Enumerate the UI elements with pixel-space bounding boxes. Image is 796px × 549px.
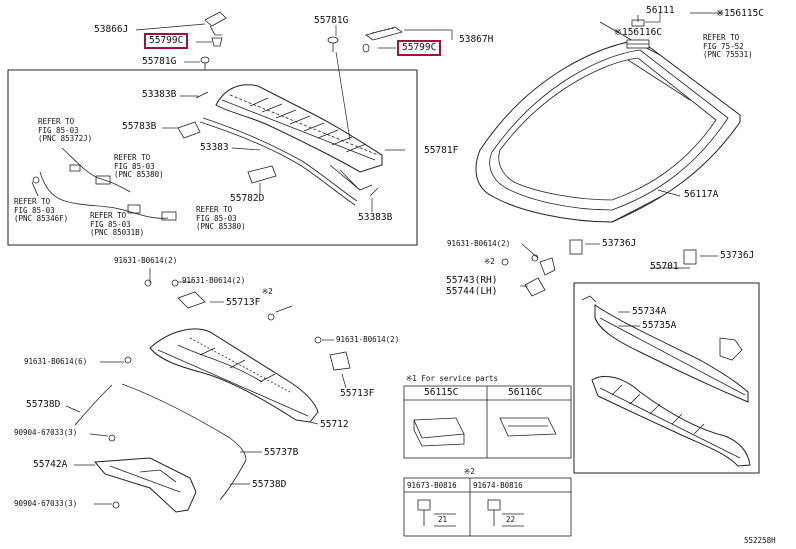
seal-55738d-left (74, 384, 113, 426)
cowl-louver-55781f (215, 84, 383, 191)
label-91631-b: 91631-B0614(2) (182, 276, 246, 285)
dim-22: 22 (506, 515, 516, 524)
label-55737b: 55737B (264, 447, 299, 458)
bumper-53736j-left (569, 239, 583, 255)
dim-21: 21 (438, 515, 448, 524)
label-55738d-left: 55738D (26, 399, 61, 410)
clip-55781g-left (200, 56, 210, 70)
label-55781g-top: 55781G (314, 15, 349, 26)
bracket-55713f-top (177, 291, 206, 309)
mark-2-mid: ※2 (484, 257, 495, 266)
label-55734a: 55734A (632, 306, 667, 317)
label-55738d-bot: 55738D (252, 479, 287, 490)
cowl-seal-53867h (365, 26, 403, 41)
service-parts-box (403, 385, 572, 459)
label-svc-56116c: 56116C (508, 387, 543, 398)
bolts-box (403, 477, 572, 537)
label-55713f-top: 55713F (226, 297, 261, 308)
retainer-55783b (177, 121, 201, 139)
windshield-glass (475, 21, 741, 223)
label-55781g-left: 55781G (142, 56, 177, 67)
label-bolt-91674: 91674-B0816 (473, 481, 523, 490)
label-55782d: 55782D (230, 193, 265, 204)
service-part-56115c-icon (413, 417, 465, 447)
washer-hoses (31, 147, 177, 221)
bumper-53736j-right (683, 249, 697, 265)
label-svc-56115c: 56115C (424, 387, 459, 398)
grille-end-53866j (204, 11, 227, 36)
hood-seal-53383 (199, 121, 356, 206)
hinge-55743 (524, 277, 546, 297)
cowl-panel-55701 (581, 295, 751, 467)
label-55799c-right-highlighted[interactable]: 55799C (397, 40, 442, 56)
panel-group-box (573, 282, 760, 474)
clip-55799c-left (211, 37, 223, 47)
bracket-55713f-bot (329, 351, 351, 371)
bolt-91674-icon (487, 499, 524, 527)
bolt-91673-icon (417, 499, 456, 527)
label-56117a: 56117A (684, 189, 719, 200)
retainer-55782d (247, 165, 277, 184)
clip-55799c-right (362, 43, 370, 53)
label-90904-b: 90904-67033(3) (14, 499, 78, 508)
label-56115c-top: ※156115C (716, 8, 765, 19)
figure-id: 552258H (744, 536, 776, 545)
mark-2-left: ※2 (262, 287, 273, 296)
label-55712: 55712 (320, 419, 349, 430)
label-bolt-91673: 91673-B0816 (407, 481, 457, 490)
label-91631-d: 91631-B0614(6) (24, 357, 88, 366)
label-55742a: 55742A (33, 459, 68, 470)
label-55783b: 55783B (122, 121, 157, 132)
label-55781f: 55781F (424, 145, 459, 156)
label-53866j: 53866J (94, 24, 129, 35)
label-53867h: 53867H (459, 34, 494, 45)
label-53736j-right: 53736J (720, 250, 755, 261)
label-91631-right: 91631-B0614(2) (447, 239, 511, 248)
label-56116c-top: ※156116C (614, 27, 663, 38)
label-90904-a: 90904-67033(3) (14, 428, 78, 437)
label-91631-a: 91631-B0614(2) (114, 256, 178, 265)
clip-53383b-top (195, 91, 209, 99)
cowl-panel-55712 (149, 328, 319, 423)
label-55735a: 55735A (642, 320, 677, 331)
lower-cowl-55742a (93, 457, 197, 513)
service-parts-title: ※1 For service parts (406, 374, 499, 383)
mark-2-bot: ※2 (464, 467, 475, 476)
service-part-56116c-icon (499, 417, 557, 437)
leader-lines (65, 12, 722, 505)
label-55743: 55743(RH) (446, 275, 498, 286)
seal-55737b (121, 383, 247, 461)
label-91631-c: 91631-B0614(2) (336, 335, 400, 344)
label-53383b-top: 53383B (142, 89, 177, 100)
label-56111: 56111 (646, 5, 675, 16)
clip-53383b-bot (369, 187, 379, 197)
seal-55738d-bot (219, 459, 247, 501)
label-55701: 55701 (650, 261, 679, 272)
label-53383b-bot: 53383B (358, 212, 393, 223)
label-53383: 53383 (200, 142, 229, 153)
upper-cowl-group-box (7, 69, 418, 246)
clip-55781g-top (327, 36, 339, 52)
label-55799c-left-highlighted[interactable]: 55799C (144, 33, 189, 49)
label-53736j-left: 53736J (602, 238, 637, 249)
label-55713f-bot: 55713F (340, 388, 375, 399)
label-55744: 55744(LH) (446, 286, 498, 297)
